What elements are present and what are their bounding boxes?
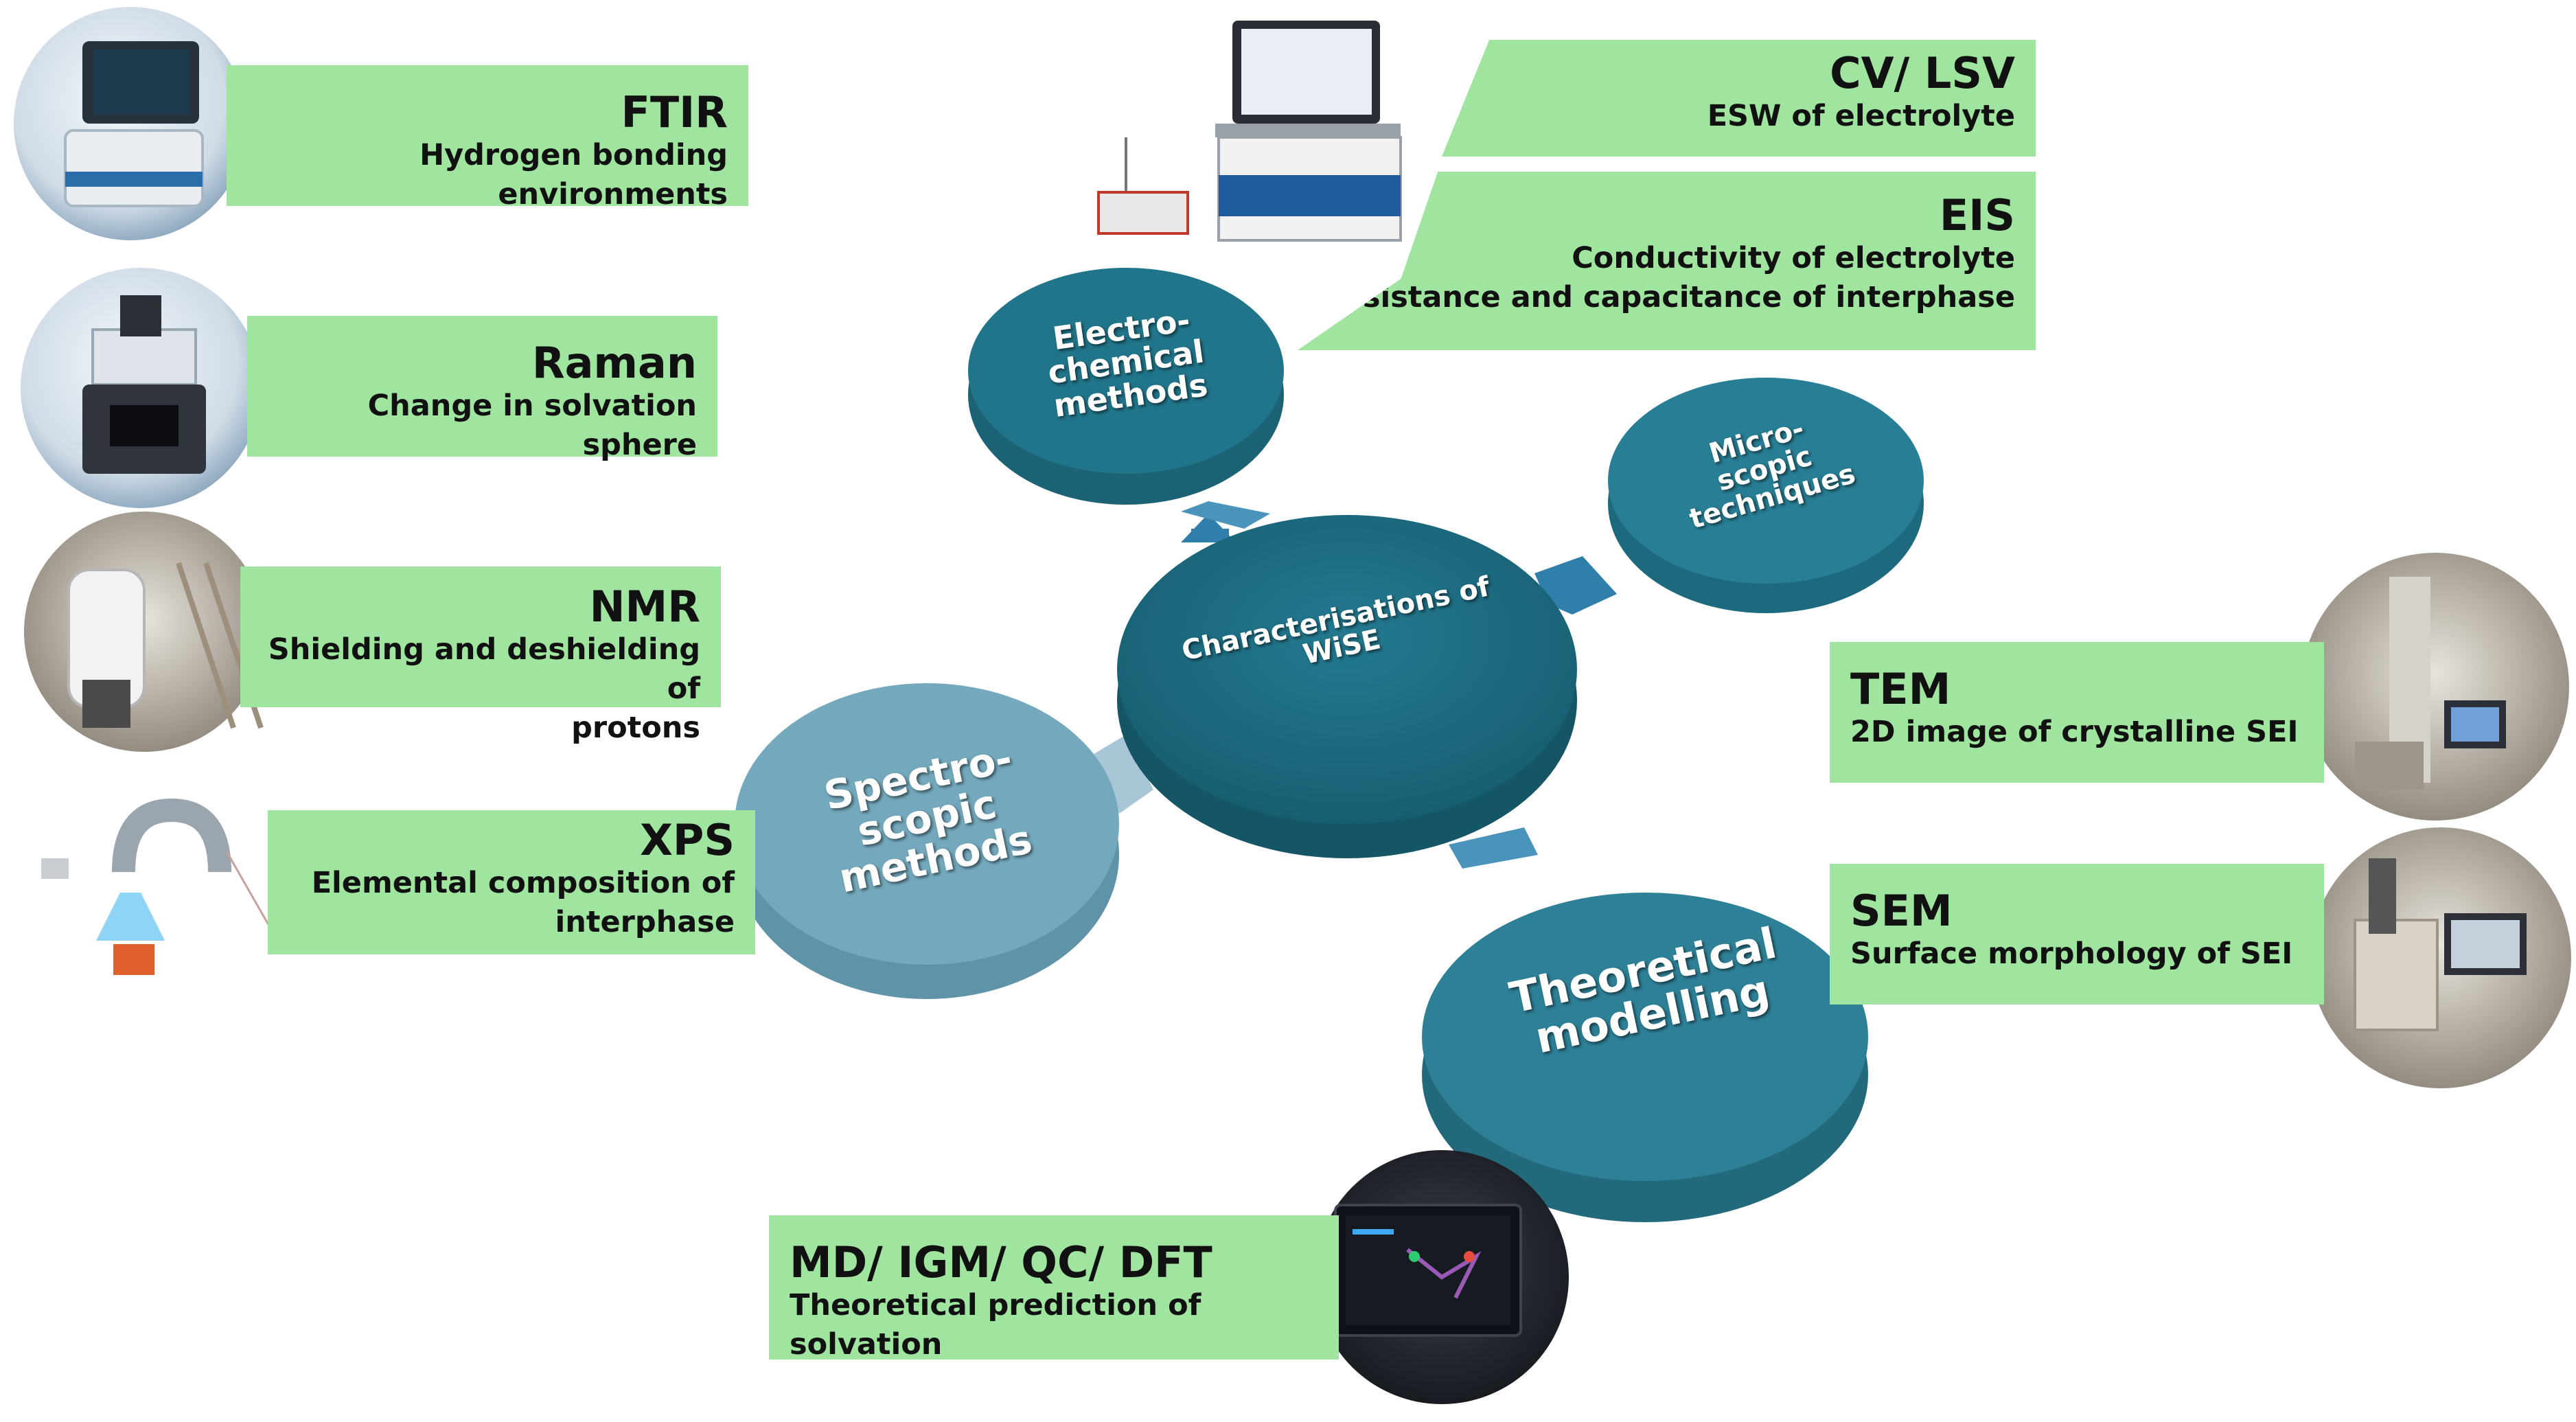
md-desc: Theoretical prediction of solvation [790, 1288, 1201, 1362]
spectroscopic-disc [735, 683, 1119, 999]
md-panel: MD/ IGM/ QC/ DFT Theoretical prediction … [769, 1215, 1339, 1362]
tem-desc: 2D image of crystalline SEI [1850, 715, 2299, 750]
xps-panel: XPS Elemental composition of interphase [268, 810, 755, 954]
laptop-modelling-photo [1315, 1150, 1569, 1404]
raman-title: Raman [531, 338, 697, 388]
eis-panel: EIS Conductivity of electrolyte Resistan… [1298, 172, 2036, 350]
potentiostat-laptop-photo [1097, 21, 1438, 306]
nmr-lab-photo [24, 512, 264, 752]
eis-desc-2: Resistance and capacitance of interphase [1320, 279, 2015, 314]
raman-instrument-photo [21, 268, 261, 508]
tem-panel: TEM 2D image of crystalline SEI [1830, 642, 2324, 783]
ftir-instrument-photo [14, 7, 247, 240]
xps-title: XPS [640, 815, 735, 865]
xps-schematic-photo [21, 752, 288, 1020]
cv-lsv-panel: CV/ LSV ESW of electrolyte [1442, 40, 2036, 157]
cv-lsv-title: CV/ LSV [1830, 48, 2015, 98]
theoretical-disc [1422, 893, 1868, 1222]
electrochemical-disc [968, 268, 1284, 505]
nmr-desc-1: Shielding and deshielding of [268, 632, 700, 706]
raman-panel: Raman Change in solvation sphere [247, 316, 717, 462]
arrow-to-theoretical [1449, 827, 1538, 869]
raman-desc: Change in solvation sphere [367, 389, 697, 462]
ftir-title: FTIR [621, 87, 728, 137]
arrow-to-spectroscopic [1092, 735, 1153, 814]
tem-microscope-photo [2301, 553, 2569, 821]
ftir-panel: FTIR Hydrogen bonding environments [227, 65, 748, 211]
nmr-title: NMR [589, 582, 700, 632]
ftir-desc: Hydrogen bonding environments [419, 138, 728, 211]
arrow-to-electrochemical [1181, 501, 1270, 542]
nmr-desc-2: protons [571, 710, 700, 745]
sem-panel: SEM Surface morphology of SEI [1830, 864, 2324, 1005]
sem-title: SEM [1850, 886, 1953, 936]
center-disc [1117, 515, 1577, 858]
sem-desc: Surface morphology of SEI [1850, 937, 2293, 972]
tem-title: TEM [1850, 664, 1951, 714]
eis-title: EIS [1939, 190, 2015, 240]
sem-microscope-photo [2310, 827, 2571, 1088]
electrochemical-text: Electro- chemical methods [1045, 301, 1210, 424]
arrow-to-microscopic [1534, 556, 1617, 615]
xps-desc-1: Elemental composition of [311, 866, 735, 901]
cv-lsv-desc: ESW of electrolyte [1707, 99, 2015, 134]
microscopic-disc [1608, 378, 1924, 613]
md-title: MD/ IGM/ QC/ DFT [790, 1237, 1212, 1287]
eis-desc-1: Conductivity of electrolyte [1572, 241, 2015, 276]
xps-desc-2: interphase [555, 904, 735, 939]
nmr-panel: NMR Shielding and deshielding of protons [240, 566, 721, 745]
